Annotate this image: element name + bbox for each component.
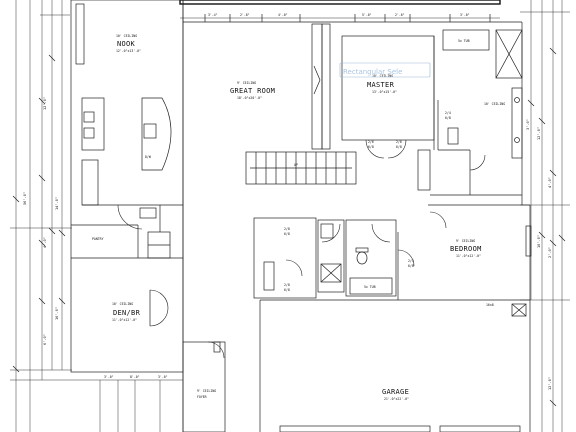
bedroom-size: 11'-0"x12'-0" xyxy=(456,254,481,258)
dim-right-2: 4'-0" xyxy=(548,177,552,188)
dim-bottom-2: 3'-0" xyxy=(158,375,168,379)
garage-label: GARAGE xyxy=(382,388,409,396)
door-tag-7: 2/8 xyxy=(284,227,290,231)
dim-top-5: 3'-0" xyxy=(460,13,470,17)
dimension-lines-right: 3'-0" 12'-0" 4'-0" 2'-0" 10'-0" 12'-0" xyxy=(520,0,570,432)
den-size: 11'-0"x12'-0" xyxy=(112,318,137,322)
dim-left-5: 56'-0" xyxy=(23,192,27,205)
dim-top-3: 5'-0" xyxy=(362,13,372,17)
door-tag-3: 2/6 xyxy=(396,140,402,144)
garage xyxy=(279,303,527,432)
master-ceiling: 10' CEILING xyxy=(372,74,393,78)
bath2-tub-label: 5x TUB xyxy=(364,285,376,289)
selection-tooltip: Rectangular Sele xyxy=(339,62,431,78)
dim-bottom-0: 3'-0" xyxy=(104,375,114,379)
great-room-label: GREAT ROOM xyxy=(230,87,275,95)
bedroom-label: BEDROOM xyxy=(450,245,482,253)
dim-top-1: 2'-8" xyxy=(240,13,250,17)
door-tag-1: 2/6 xyxy=(368,140,374,144)
door-tag-8: 6/8 xyxy=(284,232,290,236)
pantry-label: PANTRY xyxy=(92,237,104,241)
door-tag-9: 2/8 xyxy=(284,283,290,287)
pantry xyxy=(71,224,183,259)
great-room-ceiling: 9' CEILING xyxy=(237,81,256,85)
dim-right-4: 10'-0" xyxy=(537,235,541,248)
foyer-ceiling: 9' CEILING xyxy=(197,389,216,393)
nook-kitchen: D/W xyxy=(75,3,183,232)
dim-left-2: 4'-0" xyxy=(43,237,47,248)
door-tag-10: 6/8 xyxy=(284,288,290,292)
foyer xyxy=(182,341,226,432)
den xyxy=(149,289,169,327)
master-label: MASTER xyxy=(367,81,395,89)
door-tag-11: 2/4 xyxy=(408,259,414,263)
dim-left-4: 6'-0" xyxy=(43,334,47,345)
master-size: 13'-0"x15'-0" xyxy=(372,90,397,94)
dim-top-2: 4'-0" xyxy=(278,13,288,17)
bedroom xyxy=(429,211,532,257)
great-room xyxy=(311,23,331,150)
garage-size: 21'-0"x22'-0" xyxy=(384,397,409,401)
master-suite: 5x TUB xyxy=(341,29,523,196)
master-bath-ceiling: 10' CEILING xyxy=(484,102,505,106)
dimension-lines-left: 12'-0" 14'-0" 4'-0" 16'-0" 6'-0" 56'-0" xyxy=(10,0,80,432)
stair xyxy=(245,151,357,185)
dim-left-3: 16'-0" xyxy=(55,307,59,320)
master-tub-label: 5x TUB xyxy=(458,39,470,43)
dim-top-0: 3'-4" xyxy=(208,13,218,17)
hall-bath-laundry: 5x TUB xyxy=(253,217,415,300)
bedroom-ceiling: 9' CEILING xyxy=(456,239,475,243)
den-ceiling: 10' CEILING xyxy=(112,302,133,306)
selection-tooltip-text: Rectangular Sele xyxy=(343,68,402,76)
dim-top-4: 2'-6" xyxy=(395,13,405,17)
door-tag-5: 2/4 xyxy=(445,111,451,115)
great-room-size: 18'-0"x20'-0" xyxy=(237,96,262,100)
door-tag-2: 6/8 xyxy=(368,145,374,149)
stair-up-label: UP xyxy=(294,163,298,167)
nook-size: 12'-0"x13'-0" xyxy=(116,49,141,53)
dim-right-1: 12'-0" xyxy=(537,127,541,140)
nook-label: NOOK xyxy=(117,40,136,48)
nook-ceiling: 10' CEILING xyxy=(116,34,137,38)
dim-right-0: 3'-0" xyxy=(526,119,530,130)
door-tag-6: 6/8 xyxy=(445,116,451,120)
dim-bottom-1: 8'-0" xyxy=(130,375,140,379)
door-tag-12: 6/8 xyxy=(408,264,414,268)
kitchen-dw-label: D/W xyxy=(145,155,151,159)
dimension-lines-bottom: 3'-0" 8'-0" 3'-0" xyxy=(80,375,183,432)
foyer-label: FOYER xyxy=(197,395,207,399)
dimension-lines-top: 3'-4" 2'-8" 4'-0" 5'-0" 2'-6" 3'-0" xyxy=(179,0,501,22)
den-label: DEN/BR xyxy=(113,309,141,317)
dim-right-3: 2'-0" xyxy=(548,247,552,258)
dim-left-1: 14'-0" xyxy=(55,197,59,210)
dim-right-5: 12'-0" xyxy=(548,377,552,390)
door-tag-4: 6/8 xyxy=(396,145,402,149)
garage-door-label: 16x8 xyxy=(486,303,494,307)
